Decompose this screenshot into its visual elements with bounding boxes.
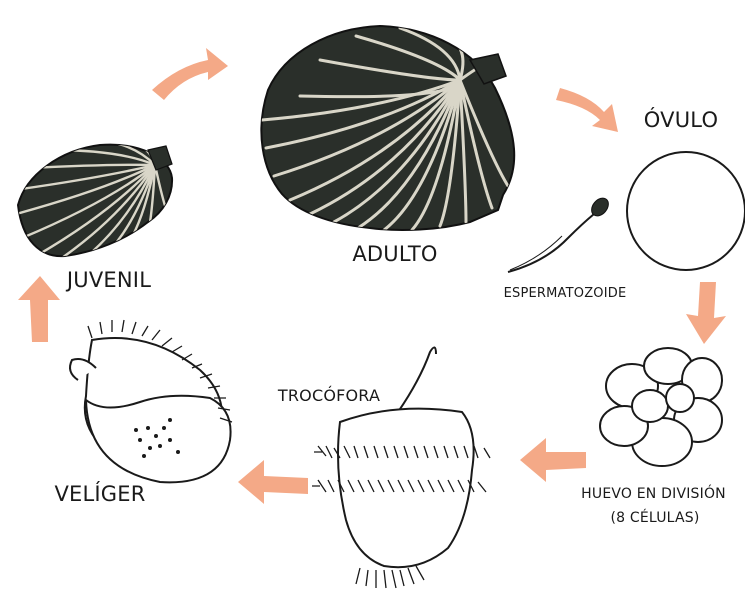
label-ovulo: ÓVULO — [626, 108, 736, 132]
label-trocofora: TROCÓFORA — [264, 386, 394, 405]
arrow-ovulo-to-huevo — [686, 282, 726, 344]
label-espermatozoide: ESPERMATOZOIDE — [480, 286, 650, 301]
arrow-juvenil-to-adulto — [152, 48, 228, 100]
arrow-trocofora-to-veliger — [238, 460, 308, 504]
arrow-huevo-to-trocofora — [520, 438, 586, 482]
sperm-cell-icon — [508, 195, 612, 272]
label-huevo-line2: (8 CÉLULAS) — [600, 510, 710, 526]
trochophore-larva-icon — [312, 347, 490, 588]
label-veliger: VELÍGER — [30, 482, 170, 506]
label-huevo-line1: HUEVO EN DIVISIÓN — [566, 486, 741, 502]
dividing-egg-icon — [600, 348, 722, 466]
scallop-shell-juvenil-icon — [14, 140, 172, 262]
veliger-larva-icon — [70, 320, 232, 482]
label-juvenil: JUVENIL — [44, 268, 174, 292]
egg-cell-icon — [627, 152, 745, 270]
scallop-shell-adult-icon — [261, 26, 514, 230]
label-adulto: ADULTO — [335, 242, 455, 266]
arrow-adulto-to-ovulo — [556, 88, 618, 132]
